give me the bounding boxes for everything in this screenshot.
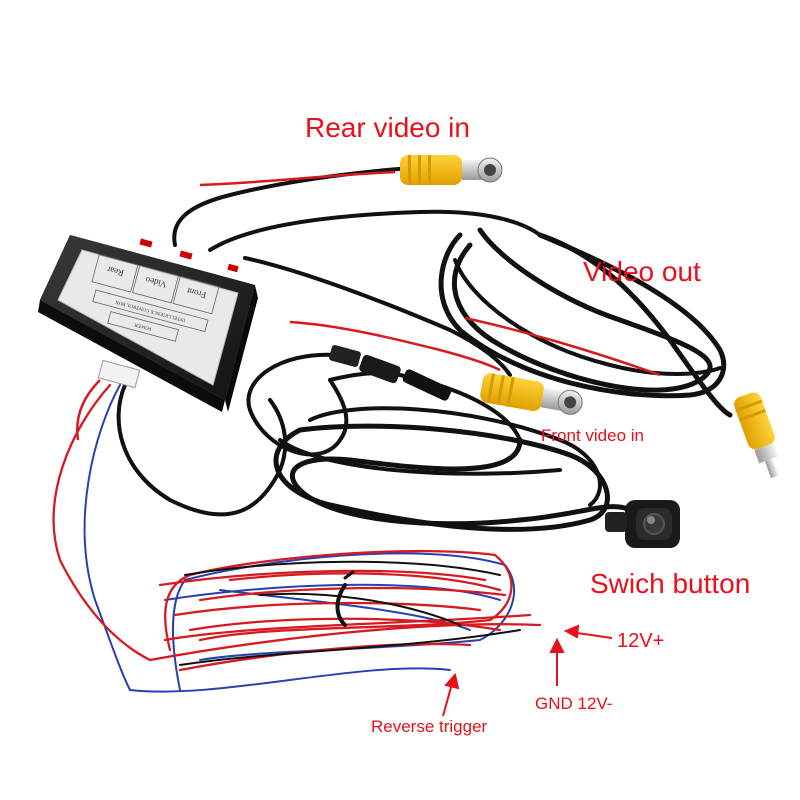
ground-label: GND 12V- <box>535 694 613 713</box>
red-pigtails <box>76 170 661 441</box>
push-button-icon <box>605 500 680 548</box>
front-video-in-label: Front video in <box>541 426 644 445</box>
power-harness <box>52 383 542 693</box>
box-label-rear: Rear <box>106 264 125 278</box>
video-out-label: Video out <box>583 256 701 287</box>
box-power-line: POWER <box>133 321 152 331</box>
control-box-icon: Rear Video Front INTELLIGENCE CONTROL BO… <box>38 235 258 412</box>
switch-button-label: Swich button <box>590 568 751 599</box>
power-positive-label: 12V+ <box>617 630 665 652</box>
rca-connector-icon <box>400 155 779 479</box>
switch-connector <box>329 345 452 401</box>
rear-video-in-label: Rear video in <box>305 112 470 143</box>
reverse-trigger-label: Reverse trigger <box>371 717 488 736</box>
arrow-icon <box>442 624 613 717</box>
black-cables <box>116 166 733 532</box>
